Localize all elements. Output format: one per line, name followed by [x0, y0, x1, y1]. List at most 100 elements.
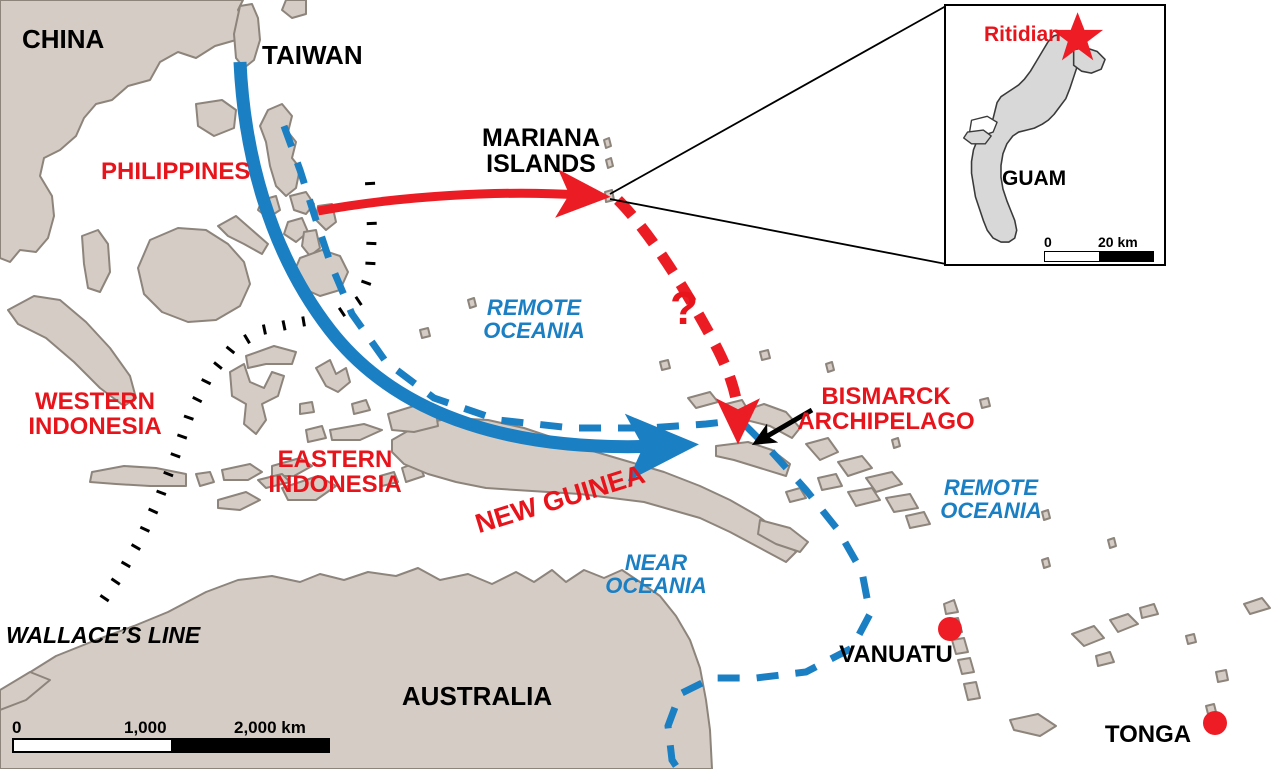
land-java — [89, 465, 187, 487]
inset-scale-bar: 0 20 km — [1044, 234, 1154, 262]
land-kei — [379, 471, 399, 487]
inset-label-guam: GUAM — [1002, 167, 1067, 190]
land-sc-sm2 — [1041, 509, 1051, 521]
land-solomon-6 — [905, 511, 931, 529]
scale-bar-graphic — [12, 738, 330, 753]
label-remote-oceania-east: REMOTE OCEANIA — [940, 475, 1042, 523]
land-samoa-1 — [1243, 597, 1271, 615]
land-buru — [305, 425, 327, 443]
land-tasmania-bit — [0, 671, 51, 711]
land-pohnpei — [759, 349, 771, 361]
marianas-to-bismarck-dashed-arrow — [614, 196, 760, 445]
label-philippines: PHILIPPINES — [101, 158, 251, 185]
inset-scale-bar-graphic — [1044, 251, 1154, 262]
land-moluccas-sm2 — [351, 399, 371, 415]
scale-bar: 0 1,000 2,000 km — [12, 718, 330, 753]
land-sulawesi — [229, 363, 285, 435]
label-uncertainty-question-mark: ? — [670, 282, 699, 334]
land-taiwan — [233, 3, 261, 69]
label-near-oceania: NEAR OCEANIA — [605, 550, 707, 598]
label-tonga: TONGA — [1104, 721, 1192, 748]
land-yap — [467, 297, 477, 309]
land-seram — [329, 423, 383, 441]
land-moluccas-sm1 — [299, 401, 315, 415]
label-bismarck-archipelago: BISMARCK ARCHIPELAGO — [797, 383, 975, 435]
callout-line-top — [609, 5, 947, 195]
land-kosrae — [825, 361, 835, 373]
land-tonga-1 — [1215, 669, 1229, 683]
inset-scale-bar-labels: 0 20 km — [1044, 234, 1154, 251]
land-china — [0, 0, 247, 263]
land-solomon-7 — [785, 487, 807, 503]
land-kiribati — [979, 397, 991, 409]
scale-segment-white — [14, 740, 171, 751]
inset-map-guam: Ritidian GUAM 0 20 km — [944, 4, 1166, 266]
land-newcal — [1009, 713, 1057, 737]
label-western-indonesia: WESTERN INDONESIA — [28, 388, 162, 440]
philippines-to-marianas-arrow — [317, 169, 611, 218]
land-luzon — [259, 103, 301, 197]
inset-map-graphic — [946, 6, 1164, 264]
land-sumatra — [7, 295, 137, 407]
land-sulawesi-n — [245, 345, 297, 369]
label-china: CHINA — [22, 24, 105, 54]
site-dot-vanuatu — [938, 617, 962, 641]
label-australia: AUSTRALIA — [401, 681, 553, 711]
land-korea-bit — [281, 0, 307, 19]
label-taiwan: TAIWAN — [262, 40, 363, 70]
label-vanuatu: VANUATU — [839, 641, 953, 668]
inset-scale-tick-0: 0 — [1044, 234, 1052, 250]
land-vanuatu-1 — [943, 599, 959, 615]
land-vanuatu-4 — [957, 657, 975, 675]
label-mariana-islands: MARIANA ISLANDS — [481, 124, 601, 178]
inset-label-ritidian: Ritidian — [984, 23, 1061, 46]
inset-callout-lines — [609, 5, 947, 265]
land-mariana-n2 — [605, 157, 614, 169]
land-fiji-2 — [1109, 613, 1139, 633]
label-wallaces-line: WALLACE’S LINE — [6, 622, 201, 648]
scale-tick-2000: 2,000 km — [234, 718, 306, 737]
land-nauru — [891, 437, 901, 449]
scale-tick-0: 0 — [12, 718, 22, 737]
inset-scale-segment-black — [1099, 252, 1153, 261]
inset-land-guam-orote — [962, 129, 992, 145]
land-palau — [419, 327, 431, 339]
land-hainan — [195, 99, 237, 137]
land-borneo — [137, 227, 251, 323]
land-tuvalu — [1041, 557, 1051, 569]
land-sc-sm1 — [1107, 537, 1117, 549]
land-bougainville — [805, 437, 839, 461]
land-vanuatu-3 — [951, 637, 969, 655]
land-sundas-2 — [271, 457, 313, 477]
scale-bar-labels: 0 1,000 2,000 km — [12, 718, 330, 738]
scale-tick-1000: 1,000 — [124, 718, 167, 737]
land-malay — [81, 229, 111, 293]
land-sundas-3 — [217, 491, 261, 511]
land-australia — [0, 567, 713, 769]
austronesian-migration-arrow — [233, 61, 699, 482]
callout-line-bottom — [609, 198, 947, 265]
land-solomon-1 — [837, 455, 873, 477]
label-remote-oceania-north: REMOTE OCEANIA — [483, 295, 585, 343]
land-panay — [283, 217, 309, 243]
land-halmahera — [315, 359, 351, 393]
land-wallis — [1185, 633, 1197, 645]
label-eastern-indonesia: EASTERN INDONESIA — [268, 446, 402, 498]
land-ng-tail — [757, 519, 809, 553]
land-mariana-n1 — [603, 137, 612, 149]
land-solomon-4 — [885, 493, 919, 513]
site-dot-tonga — [1203, 711, 1227, 735]
land-fiji-3 — [1095, 651, 1115, 667]
land-flores — [257, 473, 291, 489]
land-vanuatu-5 — [963, 681, 981, 701]
land-timor — [281, 475, 337, 501]
bismarck-pointer-arrow — [751, 407, 814, 446]
land-palawan — [217, 215, 269, 255]
scale-segment-black — [171, 740, 328, 751]
land-bali — [195, 471, 215, 487]
inset-land-guam — [970, 33, 1079, 243]
land-solomon-3 — [847, 487, 881, 507]
land-fiji-1 — [1071, 625, 1105, 647]
